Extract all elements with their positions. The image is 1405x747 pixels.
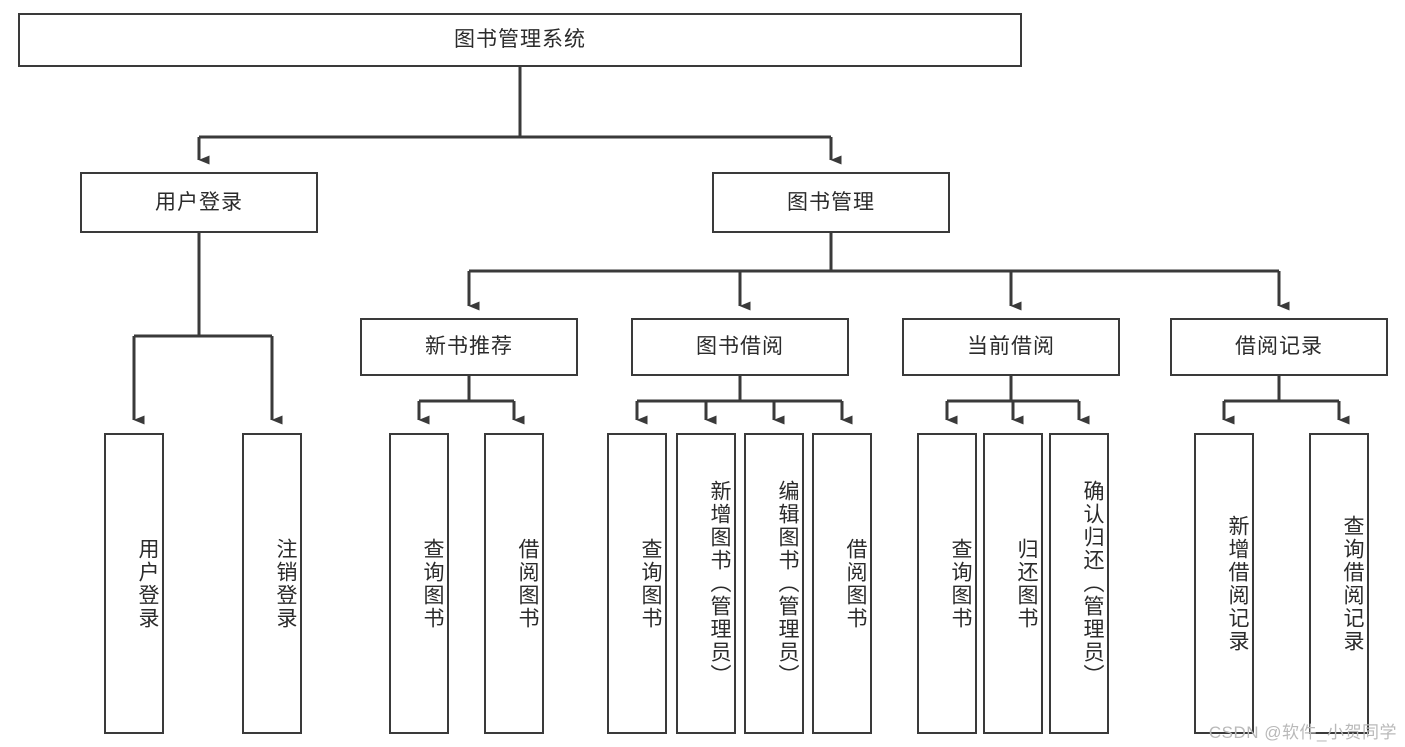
leaf-record-add-record[interactable]: 新增借阅记录 [1194,433,1254,734]
leaf-current-query-book[interactable]: 查询图书 [917,433,977,734]
leaf-user-login-logout-label: 注销登录 [274,537,297,630]
node-book-management[interactable]: 图书管理 [712,172,950,233]
leaf-borrow-query-book-label: 查询图书 [639,537,662,630]
leaf-current-confirm-return[interactable]: 确认归还（管理员） [1049,433,1109,734]
leaf-borrow-query-book[interactable]: 查询图书 [607,433,667,734]
leaf-user-login-login-label: 用户登录 [136,537,159,630]
leaf-user-login-login[interactable]: 用户登录 [104,433,164,734]
leaf-borrow-borrow-book-label: 借阅图书 [844,537,867,630]
leaf-current-return-book[interactable]: 归还图书 [983,433,1043,734]
node-current-borrow[interactable]: 当前借阅 [902,318,1120,376]
leaf-borrow-edit-book-label: 编辑图书（管理员） [776,480,799,687]
leaf-current-confirm-return-label: 确认归还（管理员） [1081,480,1104,687]
leaf-record-query-record[interactable]: 查询借阅记录 [1309,433,1369,734]
node-book-borrow[interactable]: 图书借阅 [631,318,849,376]
leaf-borrow-add-book[interactable]: 新增图书（管理员） [676,433,736,734]
node-user-login[interactable]: 用户登录 [80,172,318,233]
leaf-user-login-logout[interactable]: 注销登录 [242,433,302,734]
node-root[interactable]: 图书管理系统 [18,13,1022,67]
node-root-label: 图书管理系统 [454,28,586,52]
node-new-book-recommend-label: 新书推荐 [425,335,513,359]
node-book-management-label: 图书管理 [787,190,875,214]
leaf-recommend-query-book[interactable]: 查询图书 [389,433,449,734]
node-book-borrow-label: 图书借阅 [696,335,784,359]
watermark: CSDN @软件_小贺同学 [1208,723,1397,742]
leaf-recommend-borrow-book-label: 借阅图书 [516,537,539,630]
leaf-current-return-book-label: 归还图书 [1015,537,1038,630]
node-new-book-recommend[interactable]: 新书推荐 [360,318,578,376]
node-user-login-label: 用户登录 [155,190,243,214]
leaf-current-query-book-label: 查询图书 [949,537,972,630]
leaf-record-query-record-label: 查询借阅记录 [1341,514,1364,653]
leaf-borrow-edit-book[interactable]: 编辑图书（管理员） [744,433,804,734]
leaf-record-add-record-label: 新增借阅记录 [1226,514,1249,653]
leaf-recommend-borrow-book[interactable]: 借阅图书 [484,433,544,734]
node-borrow-record[interactable]: 借阅记录 [1170,318,1388,376]
leaf-recommend-query-book-label: 查询图书 [421,537,444,630]
leaf-borrow-add-book-label: 新增图书（管理员） [708,480,731,687]
node-current-borrow-label: 当前借阅 [967,335,1055,359]
leaf-borrow-borrow-book[interactable]: 借阅图书 [812,433,872,734]
node-borrow-record-label: 借阅记录 [1235,335,1323,359]
